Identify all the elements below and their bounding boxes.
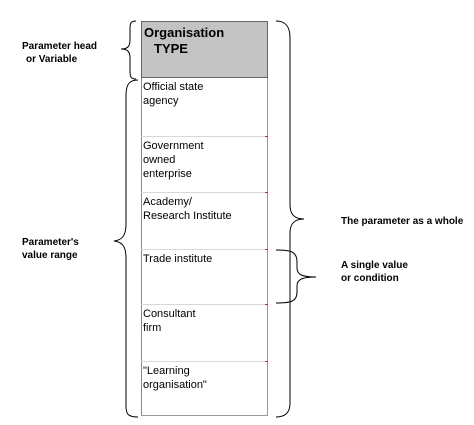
value-range-label-line1: Parameter's [22,237,79,248]
parameter-header-cell: Organisation TYPE [141,21,268,78]
value-cell-text: Government owned enterprise [143,139,204,181]
parameter-head-label: Parameter head or Variable [22,40,97,66]
value-cell-text: Official state agency [143,80,203,108]
parameter-whole-label-text: The parameter as a whole [341,216,464,227]
value-range-label: Parameter's value range [22,236,79,262]
head-brace [120,20,137,80]
value-cell: Government owned enterprise [141,137,268,193]
header-line2: TYPE [154,41,188,56]
parameter-head-label-line1: Parameter head [22,41,98,52]
value-cell: "Learning organisation" [141,362,268,416]
cell-divider [141,192,268,193]
value-range-label-line2: value range [22,250,78,261]
value-cell: Official state agency [141,78,268,137]
cell-divider [141,361,268,362]
value-line: Government [143,140,204,152]
value-line: organisation" [143,379,207,391]
cell-divider [141,136,268,137]
value-cell-text: "Learning organisation" [143,364,207,392]
value-line: Consultant [143,308,196,320]
single-value-brace [275,249,317,304]
single-value-label-line1: A single value [341,260,408,271]
parameter-head-label-line2: or Variable [26,54,78,65]
value-line: "Learning [143,365,190,377]
value-line: Trade institute [143,253,213,265]
value-line: firm [143,322,162,334]
value-cell: Academy/ Research Institute [141,193,268,250]
value-line: agency [143,95,179,107]
single-value-label: A single value or condition [341,259,408,285]
value-range-brace [113,79,139,418]
value-cell-text: Consultant firm [143,307,196,335]
value-cell: Consultant firm [141,305,268,362]
whole-parameter-brace [275,20,305,418]
single-value-label-line2: or condition [341,273,399,284]
value-line: owned [143,154,176,166]
value-line: Academy/ [143,196,192,208]
value-cell-text: Academy/ Research Institute [143,195,232,223]
value-cell-text: Trade institute [143,252,212,266]
value-column [141,78,268,416]
value-line: enterprise [143,168,192,180]
cell-divider [141,304,268,305]
value-cell: Trade institute [141,250,268,305]
cell-divider [141,249,268,250]
value-line: Research Institute [143,210,232,222]
value-line: Official state [143,81,204,93]
header-line1: Organisation [144,25,225,40]
parameter-whole-label: The parameter as a whole [341,215,463,228]
